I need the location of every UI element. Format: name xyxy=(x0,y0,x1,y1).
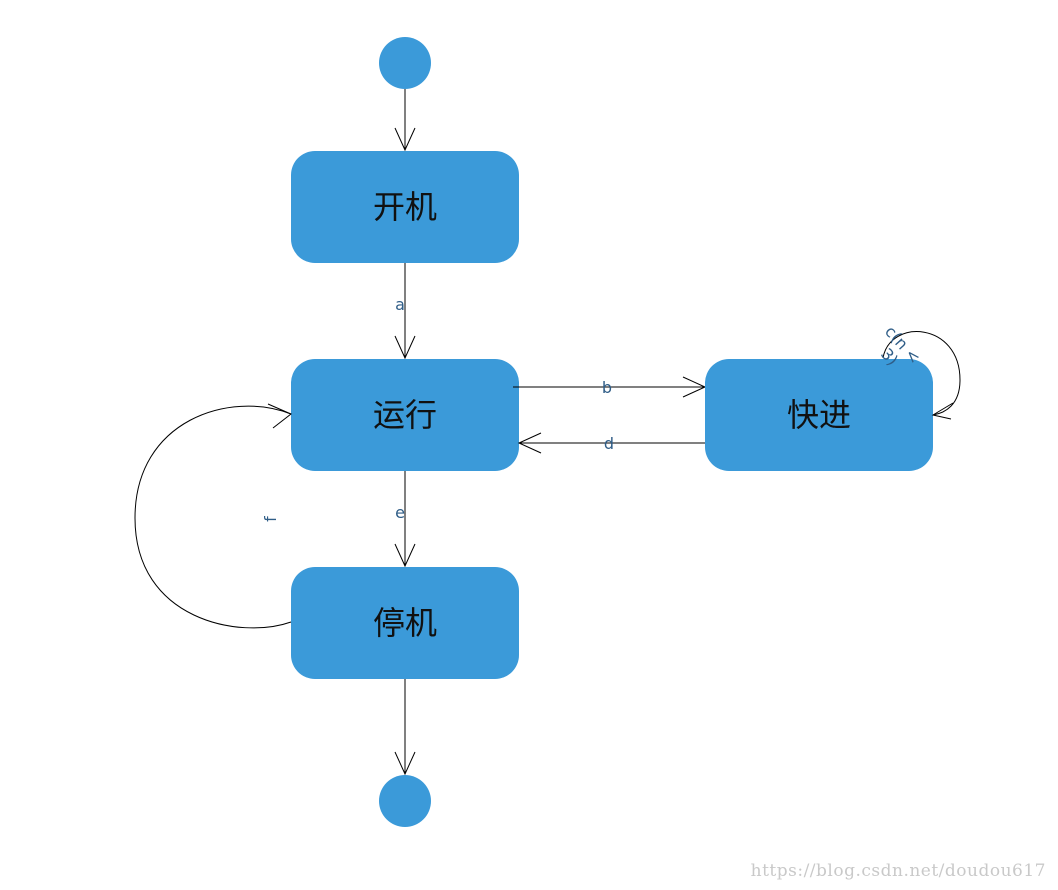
edge-stop-to-final xyxy=(394,679,416,776)
initial-state-dot xyxy=(379,37,431,89)
edge-e: e xyxy=(394,471,416,568)
state-boot-label: 开机 xyxy=(373,188,437,226)
final-state-dot xyxy=(379,775,431,827)
state-stop[interactable]: 停机 xyxy=(291,567,519,679)
edge-d: d xyxy=(517,432,705,454)
state-run-label: 运行 xyxy=(373,396,437,434)
state-run[interactable]: 运行 xyxy=(291,359,519,471)
edge-a-label: a xyxy=(395,295,405,314)
state-fast-forward-label: 快进 xyxy=(787,396,851,434)
state-fast-forward[interactable]: 快进 xyxy=(705,359,933,471)
edge-d-label: d xyxy=(604,434,614,453)
state-stop-label: 停机 xyxy=(373,604,437,642)
edge-a: a xyxy=(394,263,416,360)
edge-b-label: b xyxy=(602,378,612,397)
edge-e-label: e xyxy=(395,503,405,522)
edge-b: b xyxy=(513,376,707,398)
watermark-text: https://blog.csdn.net/doudou617 xyxy=(751,861,1046,881)
edge-f: f xyxy=(134,403,292,629)
edge-f-label: f xyxy=(261,516,280,522)
edge-initial-to-boot xyxy=(394,89,416,152)
state-boot[interactable]: 开机 xyxy=(291,151,519,263)
